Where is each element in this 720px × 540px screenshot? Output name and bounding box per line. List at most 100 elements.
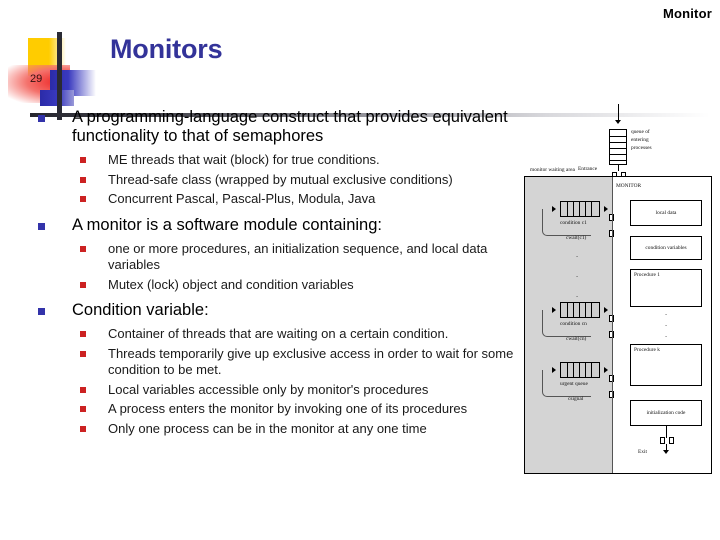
sub-bullet-list: ME threads that wait (block) for true co… xyxy=(72,152,534,208)
queue-entering-processes xyxy=(609,129,627,165)
gate-cn-a xyxy=(609,315,614,322)
arrow-right-icon xyxy=(552,307,556,313)
box-condition-variables: condition variables xyxy=(630,236,702,260)
ellipsis-dot: · xyxy=(664,311,668,319)
slide-body: A programming-language construct that pr… xyxy=(34,108,534,445)
bullet-level2-label: Container of threads that are waiting on… xyxy=(108,326,449,341)
gate-cn-b xyxy=(609,331,614,338)
bullet-square-icon xyxy=(80,425,86,432)
box-procedure-1-label: Procedure 1 xyxy=(634,272,660,278)
urgent-queue-label: urgent queue xyxy=(560,381,588,387)
bullet-level2-label: Only one process can be in the monitor a… xyxy=(108,420,427,436)
box-initialization-code-label: initialization code xyxy=(646,410,686,416)
bullet-level2-label: Mutex (lock) object and condition variab… xyxy=(108,276,354,292)
bullet-level1-label: A monitor is a software module containin… xyxy=(72,215,382,234)
bullet-square-icon xyxy=(38,115,45,122)
sub-bullet-list: one or more procedures, an initializatio… xyxy=(72,241,534,294)
slide-title-block: 29 Monitors xyxy=(0,28,720,120)
ellipsis-dot: · xyxy=(575,293,579,301)
monitor-structure-diagram: queue of entering processes Entrance mon… xyxy=(520,104,718,504)
ellipsis-dot: · xyxy=(575,253,579,261)
box-procedure-1: Procedure 1 xyxy=(630,269,702,307)
bullet-square-icon xyxy=(80,176,86,183)
bullet-level2-label: Threads temporarily give up exclusive ac… xyxy=(108,345,514,378)
list-item: Only one process can be in the monitor a… xyxy=(72,421,534,438)
list-item: one or more procedures, an initializatio… xyxy=(72,241,534,274)
page-title: Monitors xyxy=(110,34,223,64)
arrow-right-icon xyxy=(604,206,608,212)
csignal-label: csignal xyxy=(568,396,584,402)
diagram-line xyxy=(618,104,619,122)
bullet-level2-label: Local variables accessible only by monit… xyxy=(108,381,429,397)
bullet-level1-label: Condition variable: xyxy=(72,301,209,319)
ellipsis-dot: · xyxy=(664,333,668,341)
list-item: ME threads that wait (block) for true co… xyxy=(72,152,534,169)
arrow-right-icon xyxy=(604,307,608,313)
bullet-square-icon xyxy=(38,222,45,230)
bullet-group-2: A monitor is a software module containin… xyxy=(34,216,534,294)
box-local-data-label: local data xyxy=(655,210,677,216)
bullet-level2-label: Concurrent Pascal, Pascal-Plus, Modula, … xyxy=(108,191,376,206)
entrance-label: Entrance xyxy=(578,166,598,172)
bullet-level2-label: A process enters the monitor by invoking… xyxy=(108,401,468,416)
arrow-right-icon xyxy=(604,367,608,373)
bullet-level1: Condition variable: Container of threads… xyxy=(34,301,534,437)
bullet-square-icon xyxy=(80,386,86,393)
sub-bullet-list: Container of threads that are waiting on… xyxy=(72,326,534,437)
cwait-cn-label: cwait(cn) xyxy=(566,336,587,342)
arrow-right-icon xyxy=(552,367,556,373)
box-condition-variables-label: condition variables xyxy=(645,245,687,251)
gate-urgent-a xyxy=(609,375,614,382)
queue-entering-label-line2: entering xyxy=(631,137,649,143)
gate-c1-b xyxy=(609,230,614,237)
diagram-line xyxy=(618,165,619,171)
exit-gate-right xyxy=(669,437,674,444)
list-item: Threads temporarily give up exclusive ac… xyxy=(72,346,534,379)
bullet-level1: A programming-language construct that pr… xyxy=(34,108,534,208)
diagram-loopback-urgent xyxy=(542,370,591,397)
bullet-square-icon xyxy=(80,331,86,337)
arrow-down-icon xyxy=(615,120,621,124)
list-item: Local variables accessible only by monit… xyxy=(72,382,534,399)
condition-cn-label: condition cn xyxy=(560,321,587,327)
diagram-line xyxy=(666,426,667,438)
diagram-spine-line xyxy=(612,192,613,404)
list-item: Mutex (lock) object and condition variab… xyxy=(72,277,534,294)
list-item: A process enters the monitor by invoking… xyxy=(72,401,534,418)
bullet-square-icon xyxy=(80,196,86,202)
box-local-data: local data xyxy=(630,200,702,226)
decoration-vertical-bar xyxy=(57,32,62,120)
monitor-waiting-area-label: monitor waiting area xyxy=(530,167,575,173)
diagram-line xyxy=(666,444,667,452)
bullet-square-icon xyxy=(38,308,45,315)
title-divider-rule xyxy=(30,113,710,117)
page-number: 29 xyxy=(30,73,43,85)
queue-entering-label-line1: queue of xyxy=(631,129,650,135)
queue-entering-label-line3: processes xyxy=(631,145,652,151)
bullet-group-3: Condition variable: Container of threads… xyxy=(34,301,534,437)
diagram-loopback-cn xyxy=(542,310,591,337)
exit-gate-left xyxy=(660,437,665,444)
bullet-level2-label: one or more procedures, an initializatio… xyxy=(108,240,488,273)
arrow-down-icon xyxy=(663,450,669,454)
bullet-level1-label: A programming-language construct that pr… xyxy=(72,108,508,145)
box-initialization-code: initialization code xyxy=(630,400,702,426)
list-item: Thread-safe class (wrapped by mutual exc… xyxy=(72,172,534,189)
list-item: Container of threads that are waiting on… xyxy=(72,326,534,343)
condition-c1-label: condition c1 xyxy=(560,220,587,226)
bullet-level2-label: ME threads that wait (block) for true co… xyxy=(108,152,380,167)
bullet-square-icon xyxy=(80,350,86,357)
bullet-level2-label: Thread-safe class (wrapped by mutual exc… xyxy=(108,171,453,187)
list-item: Concurrent Pascal, Pascal-Plus, Modula, … xyxy=(72,191,534,208)
bullet-level1: A monitor is a software module containin… xyxy=(34,216,534,294)
box-procedure-k-label: Procedure k xyxy=(634,347,660,353)
bullet-square-icon xyxy=(80,157,86,163)
monitor-label: MONITOR xyxy=(616,183,642,189)
exit-label: Exit xyxy=(638,449,647,455)
diagram-loopback-c1 xyxy=(542,209,591,236)
bullet-square-icon xyxy=(80,281,86,288)
arrow-right-icon xyxy=(552,206,556,212)
bullet-square-icon xyxy=(80,245,86,252)
title-decoration: 29 xyxy=(0,28,300,120)
box-procedure-k: Procedure k xyxy=(630,344,702,386)
